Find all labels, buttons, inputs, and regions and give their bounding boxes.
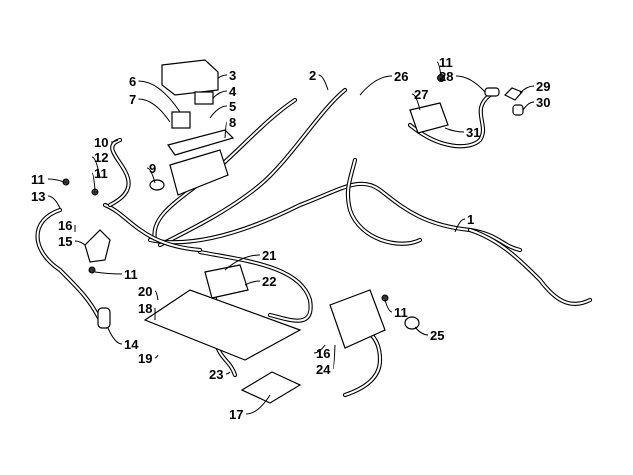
callout-label-17: 17 (229, 407, 243, 422)
fuse-block (169, 149, 229, 196)
callout-label-4: 4 (229, 84, 237, 99)
callout-label-11: 11 (31, 172, 45, 187)
leader-line-11 (91, 172, 96, 191)
leader-line-14 (107, 327, 123, 345)
callout-label-24: 24 (316, 362, 331, 377)
leader-lines (47, 61, 535, 415)
leader-line-13 (47, 195, 61, 209)
leader-line-4 (212, 90, 228, 99)
leader-line-23 (225, 371, 231, 375)
callout-label-14: 14 (124, 337, 139, 352)
leader-line-11 (384, 299, 393, 313)
leader-line-29 (519, 85, 535, 94)
leader-line-19 (154, 354, 159, 359)
callout-label-21: 21 (262, 248, 276, 263)
callout-label-9: 9 (149, 161, 156, 176)
callout-label-11: 11 (439, 55, 453, 70)
parts (62, 59, 524, 404)
callout-label-18: 18 (138, 301, 152, 316)
wiring-harness (35, 87, 593, 398)
callout-label-28: 28 (439, 69, 453, 84)
spark-boot (503, 87, 524, 101)
leader-line-27 (411, 93, 421, 111)
leader-line-3 (217, 74, 228, 79)
callout-label-7: 7 (129, 92, 136, 107)
callout-label-5: 5 (229, 99, 236, 114)
callout-label-25: 25 (430, 328, 444, 343)
cap (512, 104, 524, 116)
plug-cap (484, 87, 500, 97)
callout-label-10: 10 (94, 135, 108, 150)
callout-label-11: 11 (394, 305, 408, 320)
leader-line-1 (454, 218, 466, 233)
callout-label-27: 27 (414, 87, 428, 102)
leader-line-9 (146, 167, 156, 184)
leader-line-24 (332, 344, 336, 370)
leader-line-7 (138, 98, 171, 123)
leader-line-8 (224, 121, 228, 139)
callout-labels: 1234567891011111111111213141516161718192… (31, 55, 550, 422)
callout-label-30: 30 (536, 95, 550, 110)
callout-label-6: 6 (129, 74, 136, 89)
label-decal (240, 371, 302, 404)
ignition-coil (409, 102, 449, 134)
leader-line-11 (436, 61, 442, 77)
relay (171, 111, 191, 129)
callout-label-31: 31 (466, 125, 480, 140)
callout-label-16: 16 (316, 346, 330, 361)
callout-label-20: 20 (138, 284, 152, 299)
leader-line-30 (522, 101, 535, 111)
cdi-module (204, 264, 249, 299)
leader-line-25 (414, 326, 429, 336)
callout-label-1: 1 (467, 212, 474, 227)
leader-line-6 (138, 80, 181, 113)
callout-label-11: 11 (124, 267, 138, 282)
leader-line-28 (455, 75, 486, 93)
callout-label-29: 29 (536, 79, 550, 94)
leader-line-16 (313, 344, 326, 354)
leader-line-2 (318, 74, 329, 91)
leader-line-26 (359, 75, 393, 96)
leader-line-11 (47, 178, 65, 183)
voltage-regulator (329, 289, 386, 349)
callout-label-26: 26 (394, 69, 408, 84)
callout-label-2: 2 (309, 68, 316, 83)
callout-label-11: 11 (94, 166, 108, 181)
boot (97, 307, 111, 329)
callout-label-12: 12 (94, 150, 108, 165)
leader-line-11 (94, 271, 123, 275)
leader-line-10 (110, 139, 119, 143)
grommet (404, 316, 420, 330)
fuse-box-cover (161, 59, 219, 96)
leader-line-17 (245, 394, 271, 415)
relay-small (194, 91, 214, 105)
solenoid (84, 229, 111, 263)
leader-line-12 (91, 156, 101, 179)
callout-label-22: 22 (262, 274, 276, 289)
leader-line-15 (74, 240, 86, 246)
callout-label-19: 19 (138, 351, 152, 366)
callout-label-13: 13 (31, 189, 45, 204)
leader-line-31 (444, 127, 465, 133)
callout-label-23: 23 (209, 367, 223, 382)
callout-label-8: 8 (229, 115, 236, 130)
ring (149, 179, 165, 191)
leader-line-22 (244, 280, 261, 286)
callout-label-16: 16 (58, 218, 72, 233)
leader-line-20 (154, 290, 159, 301)
leader-line-5 (209, 105, 228, 119)
mounting-plate (143, 289, 302, 361)
callout-label-15: 15 (58, 234, 72, 249)
callout-label-3: 3 (229, 68, 236, 83)
leader-line-21 (224, 254, 261, 271)
circuit-board (167, 129, 235, 156)
